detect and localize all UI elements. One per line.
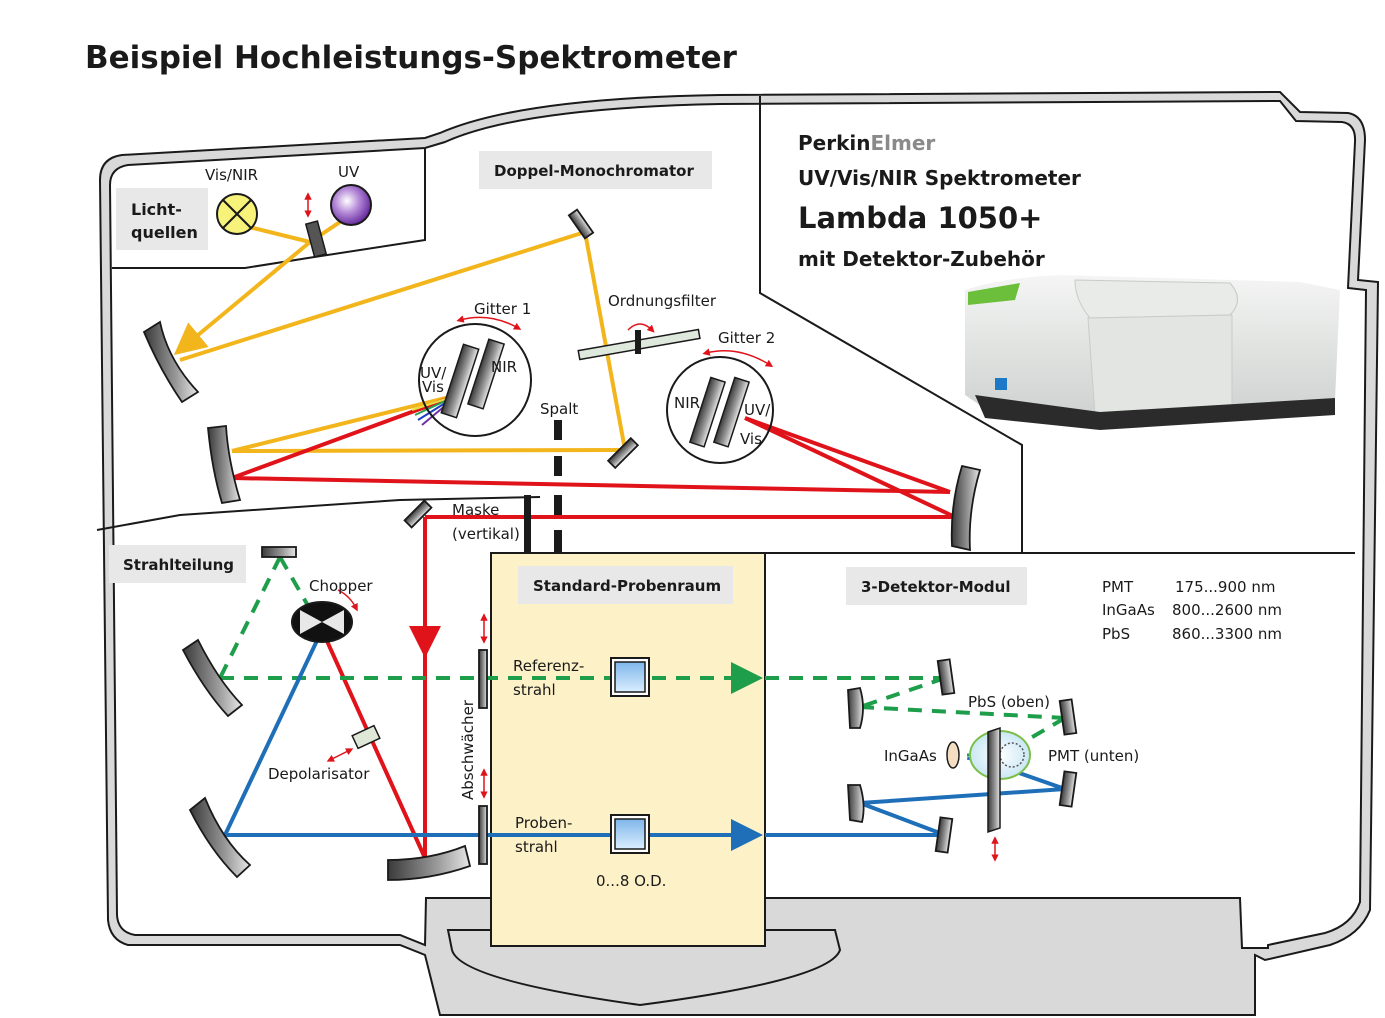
mirror-m3 bbox=[567, 208, 595, 240]
grating2-uv: UV/ bbox=[744, 401, 771, 419]
grating-1 bbox=[418, 315, 532, 437]
cuvette-reference bbox=[610, 657, 650, 697]
cuvette-sample bbox=[610, 814, 650, 854]
label-proben-2: strahl bbox=[515, 838, 558, 856]
grating1-uv: UV/ bbox=[420, 364, 447, 382]
detector-range: 860...3300 nm bbox=[1172, 625, 1282, 643]
label-proben-1: Proben- bbox=[515, 814, 572, 832]
label-uv: UV bbox=[338, 163, 360, 181]
mirror-bottom bbox=[387, 844, 472, 881]
grating-2 bbox=[666, 348, 774, 464]
mirror-sample bbox=[188, 796, 252, 879]
detector-range: 175...900 nm bbox=[1175, 578, 1275, 596]
label-abschwaecher: Abschwächer bbox=[459, 699, 477, 800]
label-spalt: Spalt bbox=[540, 400, 578, 418]
detector-range: 800...2600 nm bbox=[1172, 601, 1282, 619]
slit bbox=[524, 420, 562, 553]
label-referenz-1: Referenz- bbox=[513, 657, 584, 675]
mirror-d4 bbox=[847, 784, 865, 824]
label-box-detektor bbox=[846, 567, 1027, 605]
grating2-nir: NIR bbox=[674, 394, 700, 412]
label-gitter1: Gitter 1 bbox=[474, 300, 531, 318]
product-brand: PerkinElmer bbox=[798, 131, 935, 155]
brand-perkin: Perkin bbox=[798, 131, 870, 155]
product-line: UV/Vis/NIR Spektrometer bbox=[798, 166, 1081, 190]
label-box-probenraum bbox=[518, 566, 733, 604]
beam-source bbox=[173, 220, 627, 453]
page-title: Beispiel Hochleistungs-Spektrometer bbox=[85, 40, 738, 76]
product-accessory: mit Detektor-Zubehör bbox=[798, 247, 1045, 271]
mirror-m5 bbox=[950, 464, 982, 552]
lamp-vis-nir bbox=[216, 193, 258, 235]
section-3-detektor-modul: 3-Detektor-Modul bbox=[861, 578, 1011, 596]
label-vis-nir: Vis/NIR bbox=[205, 166, 258, 184]
chopper bbox=[291, 589, 358, 643]
detector-name: InGaAs bbox=[1102, 601, 1155, 619]
product-model: Lambda 1050+ bbox=[798, 201, 1042, 235]
label-pbs-oben: PbS (oben) bbox=[968, 693, 1050, 711]
section-standard-probenraum: Standard-Probenraum bbox=[533, 577, 721, 595]
detector-name: PbS bbox=[1102, 625, 1130, 643]
sample-compartment bbox=[490, 552, 766, 947]
detector-assembly bbox=[946, 726, 1031, 862]
brand-elmer: Elmer bbox=[870, 131, 935, 155]
mirror-d1 bbox=[936, 658, 956, 696]
attenuator-ref bbox=[478, 649, 488, 709]
detector-ranges: PMT 175...900 nm InGaAs 800...2600 nm Pb… bbox=[1102, 578, 1282, 643]
partitions bbox=[96, 96, 1355, 554]
beam-mono bbox=[231, 393, 956, 859]
label-depolarisator: Depolarisator bbox=[268, 765, 370, 783]
beam-sample bbox=[223, 629, 1066, 851]
label-box-strahlteilung bbox=[109, 545, 246, 583]
lamp-uv bbox=[330, 184, 372, 226]
label-box-monochromator bbox=[479, 151, 712, 189]
mirror-m2 bbox=[207, 425, 242, 505]
section-doppel-monochromator: Doppel-Monochromator bbox=[494, 162, 694, 180]
attenuator-sample bbox=[478, 805, 488, 865]
label-pmt-unten: PMT (unten) bbox=[1048, 747, 1139, 765]
grating2-vis: Vis bbox=[740, 430, 762, 448]
section-lichtquellen-1: Licht- bbox=[131, 200, 182, 219]
label-ordnungsfilter: Ordnungsfilter bbox=[608, 292, 717, 310]
grating1-nir: NIR bbox=[491, 358, 517, 376]
order-filter bbox=[577, 323, 701, 361]
mirror-d5 bbox=[1058, 770, 1078, 808]
label-maske: Maske bbox=[452, 501, 499, 519]
label-maske-vertikal: (vertikal) bbox=[452, 525, 520, 543]
section-lichtquellen-2: quellen bbox=[131, 223, 198, 242]
label-box-lichtquellen bbox=[116, 188, 208, 250]
mirror-ref bbox=[181, 638, 244, 718]
depolarizer bbox=[326, 724, 381, 762]
label-od: 0...8 O.D. bbox=[596, 872, 666, 890]
label-referenz-2: strahl bbox=[513, 681, 556, 699]
detector-name: PMT bbox=[1102, 578, 1134, 596]
mirror-m1 bbox=[142, 320, 200, 404]
label-chopper: Chopper bbox=[309, 577, 373, 595]
mirror-split-top bbox=[261, 546, 297, 558]
mirror-d3 bbox=[1058, 698, 1078, 736]
instrument-image bbox=[965, 275, 1340, 430]
mirror-d6 bbox=[934, 816, 954, 854]
section-strahlteilung: Strahlteilung bbox=[123, 556, 234, 574]
mirror-m4 bbox=[606, 436, 640, 470]
label-ingaas: InGaAs bbox=[884, 747, 937, 765]
source-switch-mirror bbox=[304, 220, 328, 258]
grating1-vis: Vis bbox=[422, 378, 444, 396]
label-gitter2: Gitter 2 bbox=[718, 329, 775, 347]
mirrors bbox=[142, 208, 1078, 881]
mirror-mask bbox=[403, 499, 433, 529]
mirror-d2 bbox=[847, 686, 864, 729]
